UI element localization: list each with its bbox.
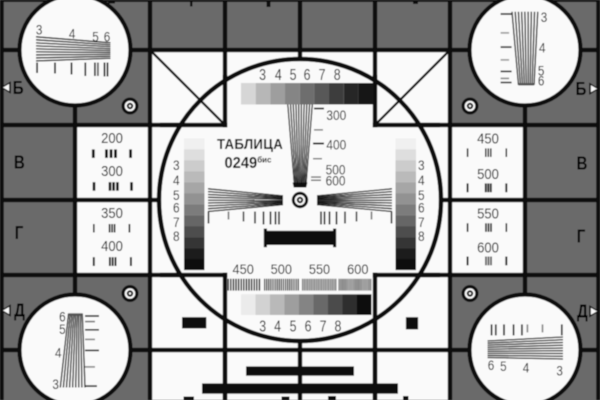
svg-text:В: В [577,153,588,174]
svg-text:Г: Г [577,226,586,247]
svg-text:7: 7 [418,214,425,230]
svg-text:550: 550 [477,205,499,222]
svg-text:6: 6 [305,317,312,335]
svg-text:400: 400 [326,137,346,153]
svg-text:6: 6 [173,200,180,216]
svg-text:5: 5 [500,358,507,374]
svg-text:4: 4 [539,39,546,55]
svg-text:8: 8 [334,66,341,84]
svg-text:3: 3 [418,157,425,173]
svg-text:350: 350 [101,204,123,221]
svg-text:Д: Д [14,300,25,321]
svg-text:7: 7 [319,66,326,84]
svg-text:6: 6 [59,309,66,325]
svg-text:5: 5 [173,187,180,203]
svg-text:600: 600 [326,173,346,189]
svg-text:3: 3 [36,21,43,37]
svg-text:5: 5 [59,321,66,337]
svg-text:500: 500 [326,162,346,178]
svg-text:7: 7 [320,317,327,335]
svg-text:Д: Д [577,301,588,322]
svg-text:5: 5 [538,63,545,79]
svg-text:5: 5 [290,66,297,84]
svg-text:7: 7 [173,214,180,230]
svg-text:5: 5 [290,317,297,335]
svg-text:300: 300 [101,162,123,179]
svg-text:8: 8 [334,317,341,335]
svg-text:4: 4 [275,66,282,84]
svg-text:300: 300 [326,107,346,123]
svg-text:8: 8 [418,228,425,244]
svg-text:600: 600 [477,239,499,256]
svg-text:200: 200 [101,129,123,146]
svg-text:500: 500 [477,165,499,182]
svg-text:5: 5 [92,28,99,44]
svg-text:4: 4 [173,172,180,188]
svg-text:Г: Г [15,222,24,243]
svg-text:3: 3 [541,9,548,25]
svg-text:6: 6 [104,28,111,44]
svg-text:4: 4 [55,344,62,360]
svg-text:3: 3 [52,376,59,392]
svg-text:4: 4 [69,26,76,42]
svg-text:В: В [14,152,25,173]
svg-text:3: 3 [173,157,180,173]
svg-text:ТАБЛИЦА: ТАБЛИЦА [217,135,283,152]
svg-text:4: 4 [523,360,530,376]
svg-text:6: 6 [418,200,425,216]
svg-text:Б: Б [576,78,587,99]
svg-text:Б: Б [13,78,24,99]
svg-text:6: 6 [538,72,545,88]
svg-text:3: 3 [259,66,266,84]
svg-text:600: 600 [347,261,368,277]
svg-text:6: 6 [488,357,495,373]
svg-text:8: 8 [173,228,180,244]
svg-text:4: 4 [274,317,281,335]
svg-text:6: 6 [304,66,311,84]
svg-text:3: 3 [556,362,563,378]
svg-text:400: 400 [101,237,123,254]
svg-text:5: 5 [418,187,425,203]
svg-text:550: 550 [309,261,330,277]
svg-text:3: 3 [259,317,266,335]
svg-text:450: 450 [233,261,254,277]
svg-text:450: 450 [477,130,499,147]
svg-text:500: 500 [271,261,292,277]
svg-text:4: 4 [418,172,425,188]
